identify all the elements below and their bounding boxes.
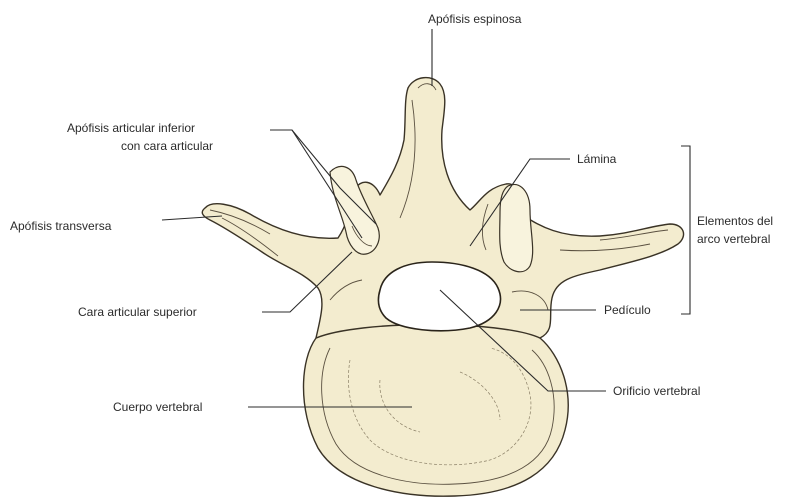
label-vertebral-foramen: Orificio vertebral (613, 384, 700, 398)
label-pedicle: Pedículo (604, 303, 651, 317)
vertebral-foramen-shape (378, 262, 500, 331)
vertebra-drawing (202, 78, 683, 497)
label-arch-line2: arco vertebral (697, 232, 770, 246)
label-arch-line1: Elementos del (697, 214, 773, 228)
label-inferior-articular-line2: con cara articular (121, 139, 213, 153)
label-superior-articular-facet: Cara articular superior (78, 305, 197, 319)
right-superior-articular (500, 184, 533, 271)
label-lamina: Lámina (577, 152, 617, 166)
label-transverse-process: Apófisis transversa (10, 219, 112, 233)
label-inferior-articular-line1: Apófisis articular inferior (67, 121, 195, 135)
vertebral-body-shape (304, 323, 569, 496)
label-vertebral-body: Cuerpo vertebral (113, 400, 202, 414)
label-spinous-process: Apófisis espinosa (428, 12, 522, 26)
